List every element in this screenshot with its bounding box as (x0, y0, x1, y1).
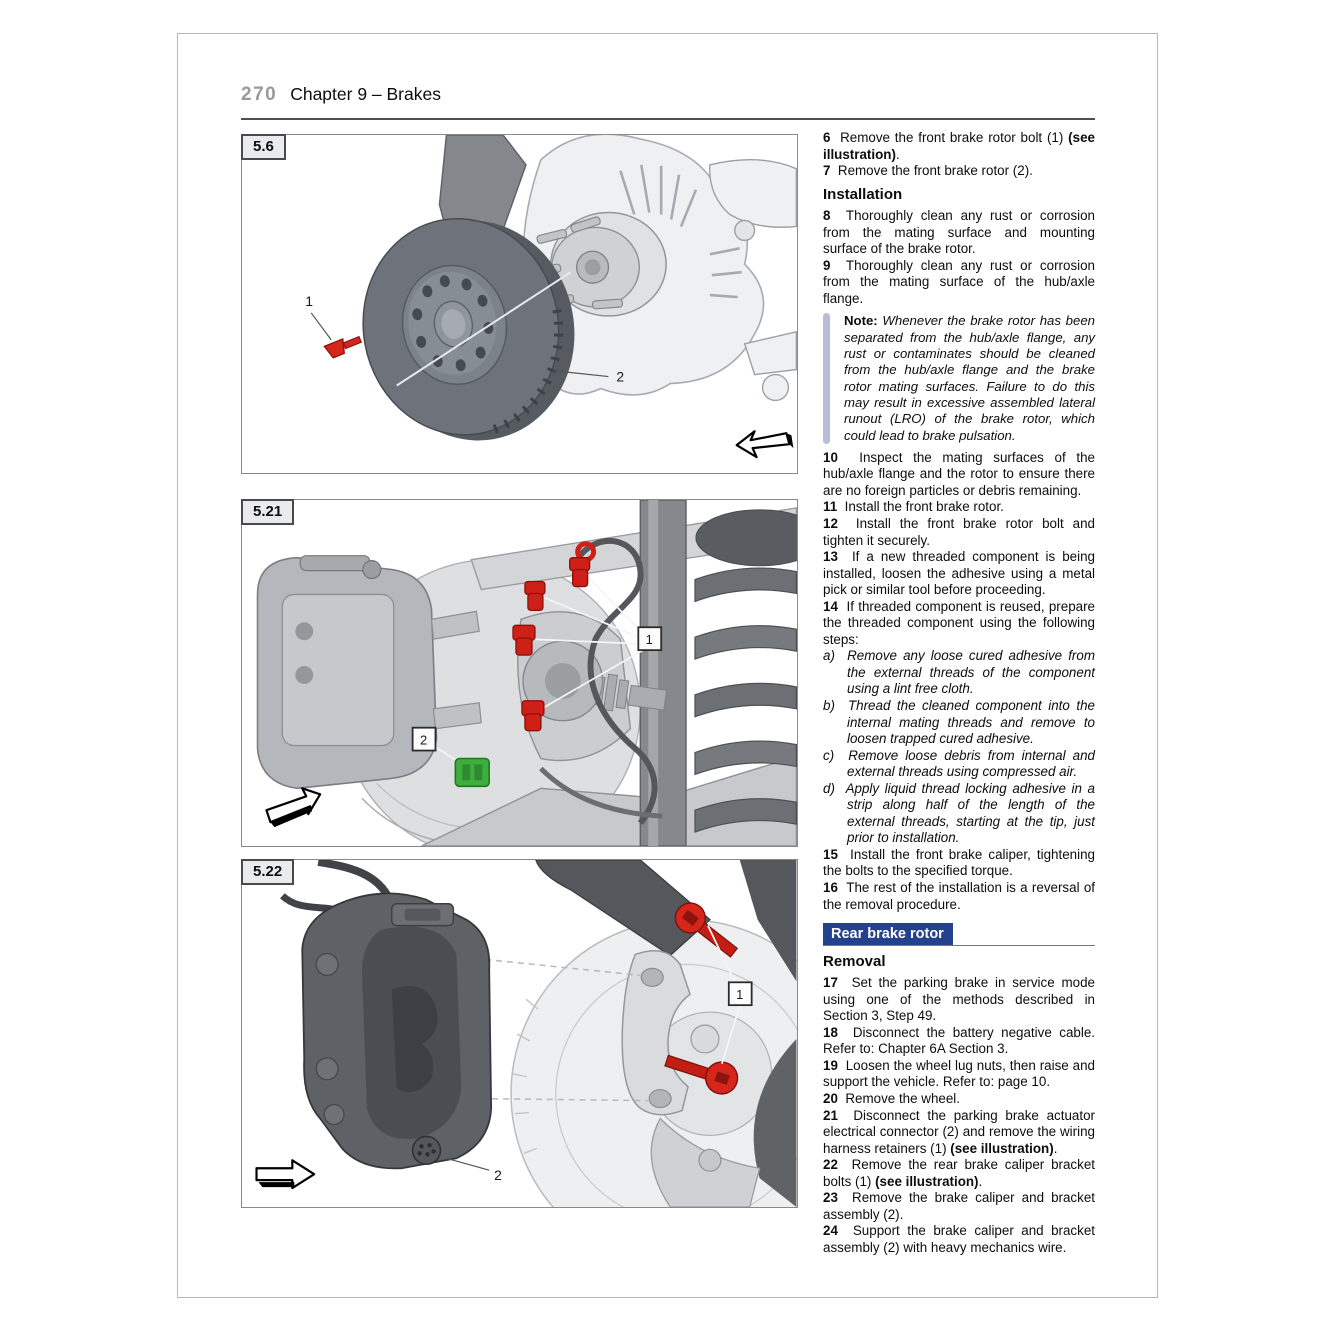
rotor-edge-hatch (512, 998, 539, 1154)
callout-1-leader (310, 312, 332, 341)
step-12: 12 Install the front brake rotor bolt an… (823, 516, 1095, 548)
text-column: 6 Remove the front brake rotor bolt (1) … (823, 130, 1095, 1256)
figure-label: 5.22 (241, 859, 295, 885)
direction-arrow-icon (265, 787, 322, 828)
rear-suspension-illustration: 1 2 (256, 500, 797, 846)
step-10: 10 Inspect the mating surfaces of the hu… (823, 449, 1095, 498)
strut-tube (639, 500, 687, 846)
callout-2-leader (552, 370, 609, 378)
actuator-connector (411, 1135, 442, 1166)
note-block: Note: Whenever the brake rotor has been … (823, 313, 1095, 444)
chapter-title: Chapter 9 – Brakes (290, 84, 441, 104)
rotor-bolt-highlight (323, 335, 363, 359)
figure-label: 5.21 (241, 499, 295, 525)
figure-label: 5.6 (241, 134, 286, 160)
step-13: 13 If a new threaded component is being … (823, 549, 1095, 598)
callout-1: 1 (646, 632, 653, 647)
connector-highlight (454, 757, 490, 788)
callout-2: 2 (494, 1167, 502, 1183)
caliper-bracket (621, 949, 691, 1116)
step-23: 23 Remove the brake caliper and bracket … (823, 1190, 1095, 1222)
caliper-assembly (280, 860, 493, 1170)
rear-caliper-removal-illustration: 1 2 (255, 860, 797, 1207)
step-11: 11 Install the front brake rotor. (823, 499, 1004, 515)
page-header: 270 Chapter 9 – Brakes (241, 84, 441, 106)
callout-2: 2 (420, 733, 427, 748)
callout-2: 2 (616, 369, 624, 385)
section-heading-row: Rear brake rotor (823, 923, 1095, 946)
upper-arm (709, 159, 797, 228)
step-19: 19 Loosen the wheel lug nuts, then raise… (823, 1057, 1095, 1090)
step-6: 6 Remove the front brake rotor bolt (1) … (823, 130, 1095, 162)
substep-d: d) Apply liquid thread locking adhesive … (823, 780, 1095, 846)
bracket-bolt-bottom-highlight (664, 1054, 739, 1095)
harness-retainers-highlight (512, 541, 597, 732)
lower-arm (743, 330, 797, 376)
alignment-axis-line (396, 271, 572, 387)
step-22: 22 Remove the rear brake caliper bracket… (823, 1157, 1095, 1189)
step-21: 21 Disconnect the parking brake actuator… (823, 1107, 1095, 1156)
step-18: 18 Disconnect the battery negative cable… (823, 1024, 1095, 1057)
callout-2-leader (446, 1157, 490, 1171)
callout-2-box (411, 726, 437, 752)
step-8: 8 Thoroughly clean any rust or corrosion… (823, 208, 1096, 257)
brake-hose (578, 537, 658, 825)
ball-joint (734, 219, 756, 242)
strut-corner (739, 860, 797, 982)
manual-page: 270 Chapter 9 – Brakes 5.6 (177, 33, 1158, 1298)
step-20: 20 Remove the wheel. (823, 1090, 960, 1106)
arm-bushing (761, 373, 790, 402)
step-24: 24 Support the brake caliper and bracket… (823, 1223, 1095, 1255)
lug-stud (690, 1024, 720, 1054)
spring-corner (753, 1038, 797, 1207)
subheading: Removal (823, 952, 886, 970)
callout-1: 1 (736, 987, 743, 1002)
shield-vent-slots (619, 164, 742, 299)
substep-c: c) Remove loose debris from internal and… (823, 747, 1095, 780)
substep-b: b) Thread the cleaned component into the… (823, 698, 1095, 747)
step-15: 15 Install the front brake caliper, tigh… (823, 846, 1095, 879)
step-17: 17 Set the parking brake in service mode… (823, 975, 1095, 1024)
step-7: 7 Remove the front brake rotor (2). (823, 163, 1033, 179)
note-bar (823, 313, 830, 444)
brake-rotor (362, 217, 575, 441)
assembly-leader-lines (481, 958, 649, 1102)
step-9: 9 Thoroughly clean any rust or corrosion… (823, 257, 1096, 306)
header-rule (241, 118, 1095, 120)
page-number: 270 (241, 84, 278, 105)
coil-spring (694, 509, 797, 833)
subheading: Installation (823, 185, 903, 203)
front-brake-rotor-illustration: 1 2 (305, 135, 797, 459)
callout-1: 1 (305, 293, 313, 309)
step-16: 16 The rest of the installation is a rev… (823, 880, 1096, 912)
figure-5-6-front-brake-rotor: 5.6 (241, 134, 798, 474)
step-14: 14 If threaded component is reused, prep… (823, 598, 1095, 647)
rear-caliper (256, 555, 482, 790)
direction-arrow-icon (255, 1159, 316, 1190)
substep-a: a) Remove any loose cured adhesive from … (823, 648, 1095, 697)
callout-1-box (727, 981, 753, 1007)
figure-5-21-harness-retainers: 5.21 (241, 499, 798, 847)
figure-5-22-caliper-bracket-bolts: 5.22 (241, 859, 798, 1208)
parking-brake-cable (539, 766, 663, 819)
hub-assembly (530, 211, 667, 317)
section-heading: Rear brake rotor (823, 923, 953, 945)
callout-1-box (637, 626, 663, 652)
direction-arrow-icon (735, 430, 794, 459)
callout-1-leaders (707, 925, 741, 1065)
